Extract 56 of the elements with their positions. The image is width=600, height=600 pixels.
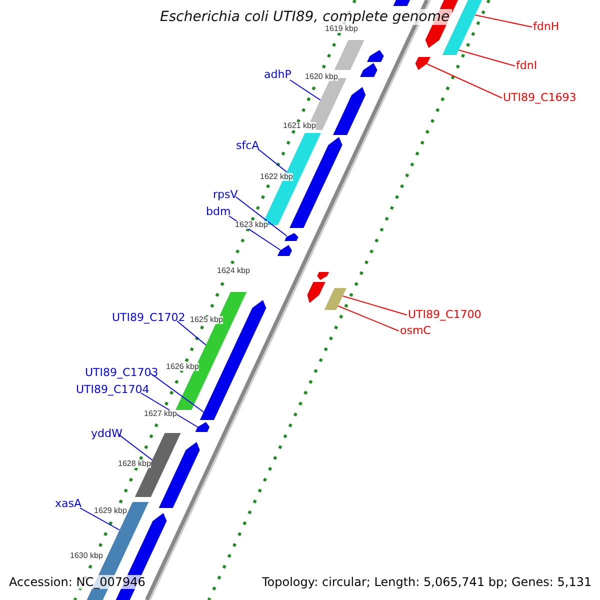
position-label: 1625 kbp (190, 316, 223, 324)
gene-bar (195, 422, 210, 432)
leader-line (338, 306, 400, 332)
gene-bar (277, 245, 292, 256)
position-label: 1623 kbp (235, 221, 268, 229)
leader-line (140, 392, 198, 428)
title: Escherichia coli UTI89, complete genome (158, 9, 452, 25)
summary-text: Topology: circular; Length: 5,065,741 bp; Genes: 5,131 (261, 575, 593, 589)
gene-label: UTI89_C1702 (112, 312, 186, 323)
leader-line (150, 372, 204, 412)
gene-bar (334, 40, 364, 70)
gene-label: yddW (91, 428, 122, 439)
position-label: 1630 kbp (70, 552, 103, 560)
gene-label: fdnH (533, 21, 560, 32)
gene-label: UTI89_C1693 (503, 92, 576, 103)
gene-bar (284, 233, 298, 241)
leader-line (80, 508, 120, 530)
accession-text: Accession: NC_007946 (8, 575, 146, 589)
position-label: 1621 kbp (283, 122, 316, 130)
gene-label: rpsV (213, 189, 238, 200)
gene-bar (367, 50, 384, 62)
gene-label: UTI89_C1700 (408, 309, 482, 320)
gene-bar (324, 288, 346, 310)
position-label: 1622 kbp (260, 173, 293, 181)
gene-label: adhP (264, 69, 292, 80)
gene-bar (307, 282, 326, 303)
leader-line (342, 296, 408, 316)
position-label: 1620 kbp (305, 73, 338, 81)
gene-label: UTI89_C1704 (76, 384, 150, 395)
gene-label: UTI89_C1703 (85, 367, 158, 378)
leader-line (236, 196, 288, 236)
leader-line (426, 64, 502, 98)
gene-bar (317, 272, 329, 280)
gene-bar (158, 442, 200, 508)
leader-line (176, 320, 206, 346)
gene-label: fdnI (516, 60, 538, 71)
leader-line (458, 50, 516, 66)
gene-bar (333, 87, 366, 135)
leader-line (474, 14, 532, 28)
position-label: 1628 kbp (118, 460, 151, 468)
gene-label: osmC (400, 325, 431, 336)
gene-bar (360, 63, 378, 77)
position-label: 1629 kbp (94, 507, 127, 515)
gene-label: sfcA (236, 140, 260, 151)
gene-label: xasA (55, 498, 82, 509)
gene-bar (393, 0, 410, 6)
position-label: 1619 kbp (325, 25, 358, 33)
position-label: 1626 kbp (166, 363, 199, 371)
leader-line (290, 80, 321, 100)
leader-line (258, 148, 288, 172)
leader-line (118, 434, 153, 460)
gene-bar (134, 433, 181, 497)
gene-bar (415, 57, 430, 70)
position-label: 1624 kbp (217, 267, 250, 275)
gene-label: bdm (206, 206, 231, 217)
position-label: 1627 kbp (144, 410, 177, 418)
